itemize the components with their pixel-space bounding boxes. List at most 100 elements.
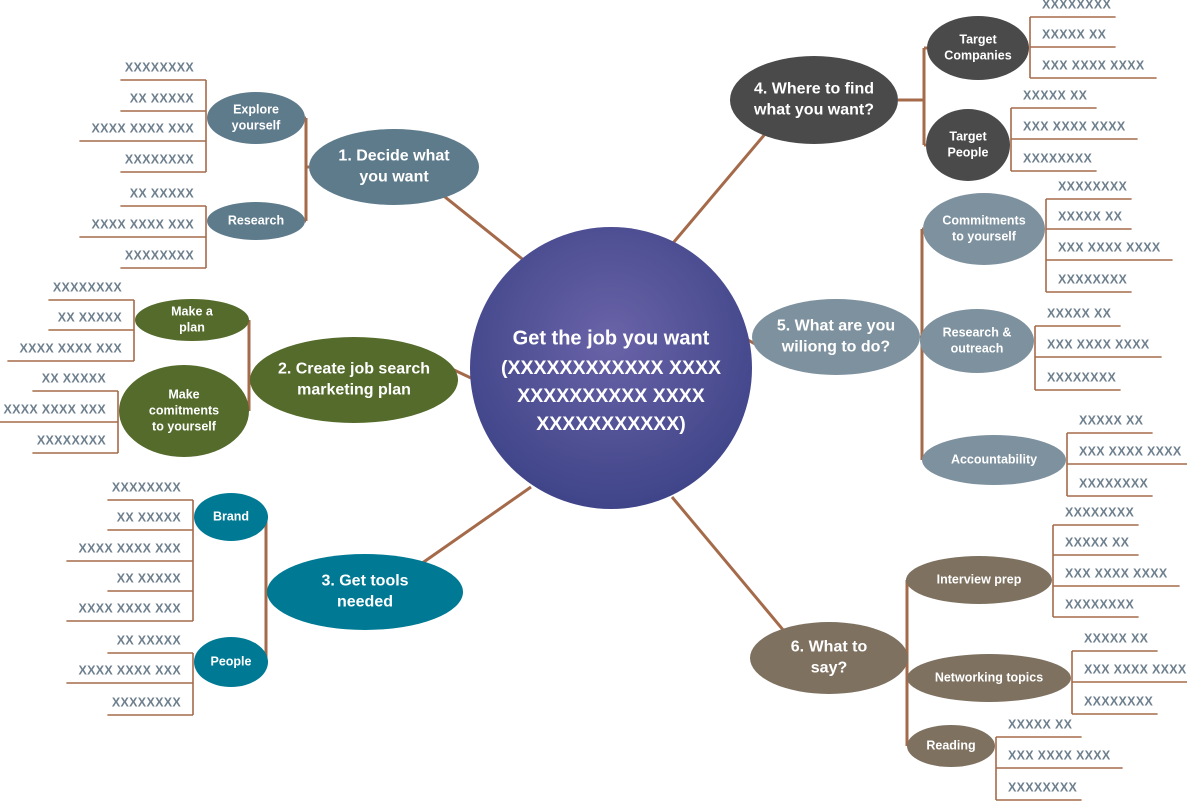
mind-map-nodes <box>119 16 1071 767</box>
subtopic-label-line: Explore <box>233 102 279 116</box>
leaf-item: XX XXXXX <box>42 371 107 385</box>
subtopic-label-line: Research & <box>943 325 1012 339</box>
leaf-item: XX XXXXX <box>117 510 182 524</box>
leaf-item: XXX XXXX XXXX <box>1079 444 1182 458</box>
leaf-item: XX XXXXX <box>130 91 195 105</box>
leaf-item: XXXXXXXX <box>1065 597 1134 611</box>
branch-1-node <box>309 129 479 205</box>
subtopic-label-line: Make <box>168 387 199 401</box>
mind-map-labels: Get the job you want (XXXXXXXXXXXX XXXX XX… <box>3 0 1186 794</box>
branch-1-label-line: you want <box>359 169 429 186</box>
leaf-item: XXXXXXXX <box>1084 694 1153 708</box>
subtopic-node <box>907 725 995 767</box>
leaf-item: XXXXXXXX <box>1042 0 1111 11</box>
leaf-item: XX XXXXX <box>58 310 123 324</box>
center-topic-line: (XXXXXXXXXXXX XXXX <box>501 357 721 379</box>
leaf-item: XXXX XXXX XXX <box>91 121 194 135</box>
leaf-item: XXX XXXX XXXX <box>1008 748 1111 762</box>
leaf-item: XXXXXXXX <box>1079 476 1148 490</box>
subtopic-label: Networking topics <box>935 670 1043 684</box>
leaf-item: XXXXXXXX <box>1058 179 1127 193</box>
subtopic-node <box>923 193 1045 265</box>
subtopic-label-line: plan <box>179 320 205 334</box>
subtopic-label-line: Target <box>959 32 997 46</box>
leaf-item: XXXXX XX <box>1047 306 1112 320</box>
subtopic-node <box>927 16 1029 80</box>
subtopic-label-line: Accountability <box>951 452 1037 466</box>
leaf-item: XXXXXXXX <box>1065 505 1134 519</box>
subtopic-label: Accountability <box>951 452 1037 466</box>
branch-4-label-line: 4. Where to find <box>754 81 874 98</box>
leaf-item: XXXXX XX <box>1042 27 1107 41</box>
subtopic-node <box>194 493 268 541</box>
leaf-item: XX XXXXX <box>117 633 182 647</box>
leaf-item: XXX XXXX XXXX <box>1023 119 1126 133</box>
center-topic-line: Get the job you want <box>513 327 710 349</box>
subtopic-label: Interview prep <box>937 572 1022 586</box>
leaf-item: XXXX XXXX XXX <box>19 341 122 355</box>
leaf-item: XXX XXXX XXXX <box>1084 662 1187 676</box>
subtopic-label: People <box>211 654 252 668</box>
center-topic-label: Get the job you want (XXXXXXXXXXXX XXXX XX… <box>501 327 721 435</box>
leaf-item: XXXXX XX <box>1079 413 1144 427</box>
branch-1-label-line: 1. Decide what <box>338 148 450 165</box>
subtopic-label-line: yourself <box>232 118 281 132</box>
subtopic-node <box>207 202 305 240</box>
branch-2-label: 2. Create job search marketing plan <box>278 361 430 399</box>
branch-2-node <box>250 337 458 423</box>
subtopic-label: Make comitments to yourself <box>149 387 219 433</box>
branch-4-label-line: what you want? <box>753 102 874 119</box>
leaf-item: XXXXXXXX <box>53 280 122 294</box>
subtopic-label-line: People <box>211 654 252 668</box>
leaf-item: XXXXX XX <box>1058 209 1123 223</box>
subtopic-label: Make a plan <box>171 304 214 334</box>
subtopic-label: Research <box>228 213 284 227</box>
center-topic-node <box>470 227 752 509</box>
subtopic-label-line: Research <box>228 213 284 227</box>
leaf-item: XXX XXXX XXXX <box>1047 337 1150 351</box>
branch-5-node <box>752 299 920 375</box>
branch-4-label: 4. Where to find what you want? <box>753 81 874 119</box>
subtopic-node <box>207 92 305 144</box>
subtopic-node <box>119 365 249 457</box>
branch-6-node <box>750 622 908 694</box>
b1-connector <box>439 192 527 264</box>
leaf-bracket-lines <box>0 16 1187 801</box>
leaf-item: XXXXXXXX <box>125 60 194 74</box>
leaf-item: XXX XXXX XXXX <box>1058 240 1161 254</box>
branch-6-label-line: say? <box>811 660 847 677</box>
b3-connector <box>418 485 532 567</box>
subtopic-label-line: Networking topics <box>935 670 1043 684</box>
subtopic-label-line: Interview prep <box>937 572 1022 586</box>
subtopic-label-line: to yourself <box>152 419 217 433</box>
leaf-item: XXX XXXX XXXX <box>1042 58 1145 72</box>
subtopic-node <box>194 637 268 687</box>
leaf-item: XXXX XXXX XXX <box>78 541 181 555</box>
leaf-item: XXXXXXXX <box>125 152 194 166</box>
branch-2-label-line: 2. Create job search <box>278 361 430 378</box>
subtopic-label-line: comitments <box>149 403 219 417</box>
branch-3-label-line: needed <box>337 594 393 611</box>
b4-connector <box>666 129 769 250</box>
leaf-item: XXXXXXXX <box>37 433 106 447</box>
subtopic-label-line: Reading <box>926 738 975 752</box>
leaf-item: XXXXX XX <box>1084 631 1149 645</box>
branch-2-label-line: marketing plan <box>297 382 411 399</box>
subtopic-label-line: Brand <box>213 509 249 523</box>
subtopic-label-line: Make a <box>171 304 214 318</box>
subtopic-label: Brand <box>213 509 249 523</box>
subtopic-label: Reading <box>926 738 975 752</box>
subtopic-node <box>907 654 1071 702</box>
subtopic-label-line: to yourself <box>952 229 1017 243</box>
center-topic-line: XXXXXXXXXXX) <box>536 413 686 435</box>
leaf-item: XXXXXXXX <box>1058 272 1127 286</box>
leaf-item: XXXXXXXX <box>1047 370 1116 384</box>
leaf-item: XXXXX XX <box>1023 88 1088 102</box>
leaf-item: XX XXXXX <box>117 571 182 585</box>
subtopic-node <box>922 435 1066 485</box>
